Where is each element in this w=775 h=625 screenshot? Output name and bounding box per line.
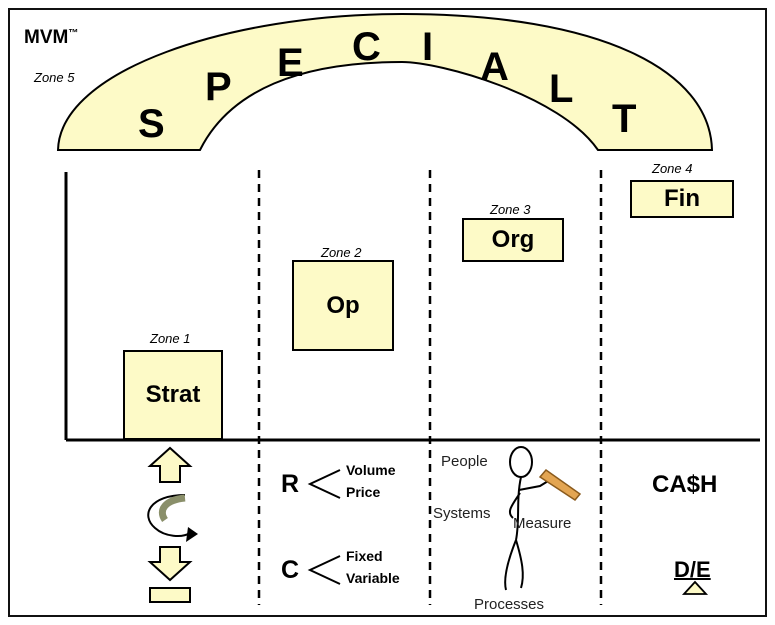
- strat-box: Strat: [123, 350, 223, 440]
- arch-letter-s: S: [138, 102, 165, 147]
- fin-box: Fin: [630, 180, 734, 218]
- arch-letter-c: C: [352, 25, 381, 70]
- ruler-icon: [540, 470, 580, 500]
- balance-fulcrum-icon: [684, 582, 706, 594]
- c-bracket-icon: [310, 556, 340, 584]
- cash-label: CA$H: [652, 471, 717, 499]
- zone2-label: Zone 2: [321, 245, 361, 260]
- volume-label: Volume: [346, 459, 396, 481]
- up-arrow-icon: [150, 448, 190, 482]
- zone1-label: Zone 1: [150, 331, 190, 346]
- op-box: Op: [292, 260, 394, 351]
- org-box: Org: [462, 218, 564, 262]
- debt-equity-label: D/E: [674, 557, 711, 583]
- processes-label: Processes: [474, 596, 544, 613]
- arch-letter-e: E: [277, 41, 304, 86]
- arch-letter-t: T: [612, 97, 636, 142]
- fixed-label: Fixed: [346, 545, 383, 567]
- revenue-label: R: [281, 470, 299, 499]
- zone4-label: Zone 4: [652, 161, 692, 176]
- people-label: People: [441, 453, 488, 470]
- price-label: Price: [346, 481, 380, 503]
- arch-letter-p: P: [205, 65, 232, 110]
- arch-letter-l: L: [549, 67, 573, 112]
- variable-label: Variable: [346, 567, 400, 589]
- measure-label: Measure: [513, 515, 571, 532]
- cost-label: C: [281, 556, 299, 585]
- r-bracket-icon: [310, 470, 340, 498]
- base-bar-icon: [150, 588, 190, 602]
- zone5-label: Zone 5: [34, 70, 74, 85]
- arch-letter-i: I: [422, 25, 433, 70]
- arch-letter-a: A: [480, 45, 509, 90]
- cycle-arrow-icon: [148, 495, 198, 542]
- systems-label: Systems: [433, 505, 491, 522]
- zone3-label: Zone 3: [490, 202, 530, 217]
- mvm-logo: MVM™: [24, 27, 78, 49]
- down-arrow-icon: [150, 547, 190, 580]
